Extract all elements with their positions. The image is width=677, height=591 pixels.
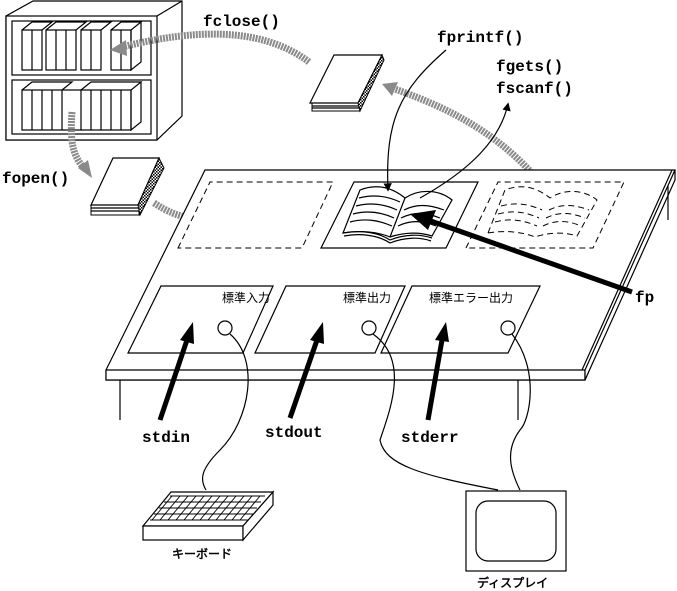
stderr-cable — [509, 333, 531, 491]
empty-file-slot-left — [177, 181, 334, 249]
fopen-label: fopen() — [2, 170, 69, 188]
stderr-label: stderr — [401, 429, 459, 447]
stdout-cable — [372, 333, 499, 491]
closed-book-lower — [90, 156, 165, 217]
fprintf-arrow — [383, 49, 447, 192]
stderr-slot — [380, 285, 541, 354]
fprintf-label: fprintf() — [437, 29, 523, 47]
fgets-label: fgets() — [496, 58, 563, 76]
keyboard-icon — [141, 490, 275, 542]
keyboard-cable — [201, 333, 249, 491]
stdout-arrow — [287, 339, 320, 419]
fclose-label: fclose() — [203, 13, 280, 31]
display-icon — [465, 490, 567, 572]
fp-arrow — [410, 210, 633, 295]
faded-open-book — [487, 186, 598, 238]
display-label: ディスプレイ — [477, 575, 548, 590]
stdout-slot — [254, 285, 406, 354]
empty-file-slot-right — [465, 181, 625, 249]
fp-label: fp — [635, 289, 654, 307]
stdout-slot-label: 標準出力 — [343, 290, 391, 305]
fclose-arrow — [110, 30, 312, 65]
reopen-arrow — [382, 82, 550, 194]
stdout-label: stdout — [265, 424, 323, 442]
stderr-arrow — [425, 339, 445, 421]
stderr-slot-label: 標準エラー出力 — [429, 290, 513, 305]
bookshelf — [5, 0, 183, 141]
stdin-arrow — [157, 339, 190, 421]
stdin-label: stdin — [142, 429, 190, 447]
books-bottom-shelf — [21, 81, 143, 132]
keyboard-label: キーボード — [172, 546, 232, 561]
stdin-slot-label: 標準入力 — [222, 290, 270, 305]
fscanf-label: fscanf() — [496, 80, 573, 98]
fgets-fscanf-arrow — [419, 102, 511, 199]
stdin-slot — [127, 285, 274, 354]
closed-book-upper — [309, 53, 385, 113]
fopen-arrow — [67, 111, 92, 178]
